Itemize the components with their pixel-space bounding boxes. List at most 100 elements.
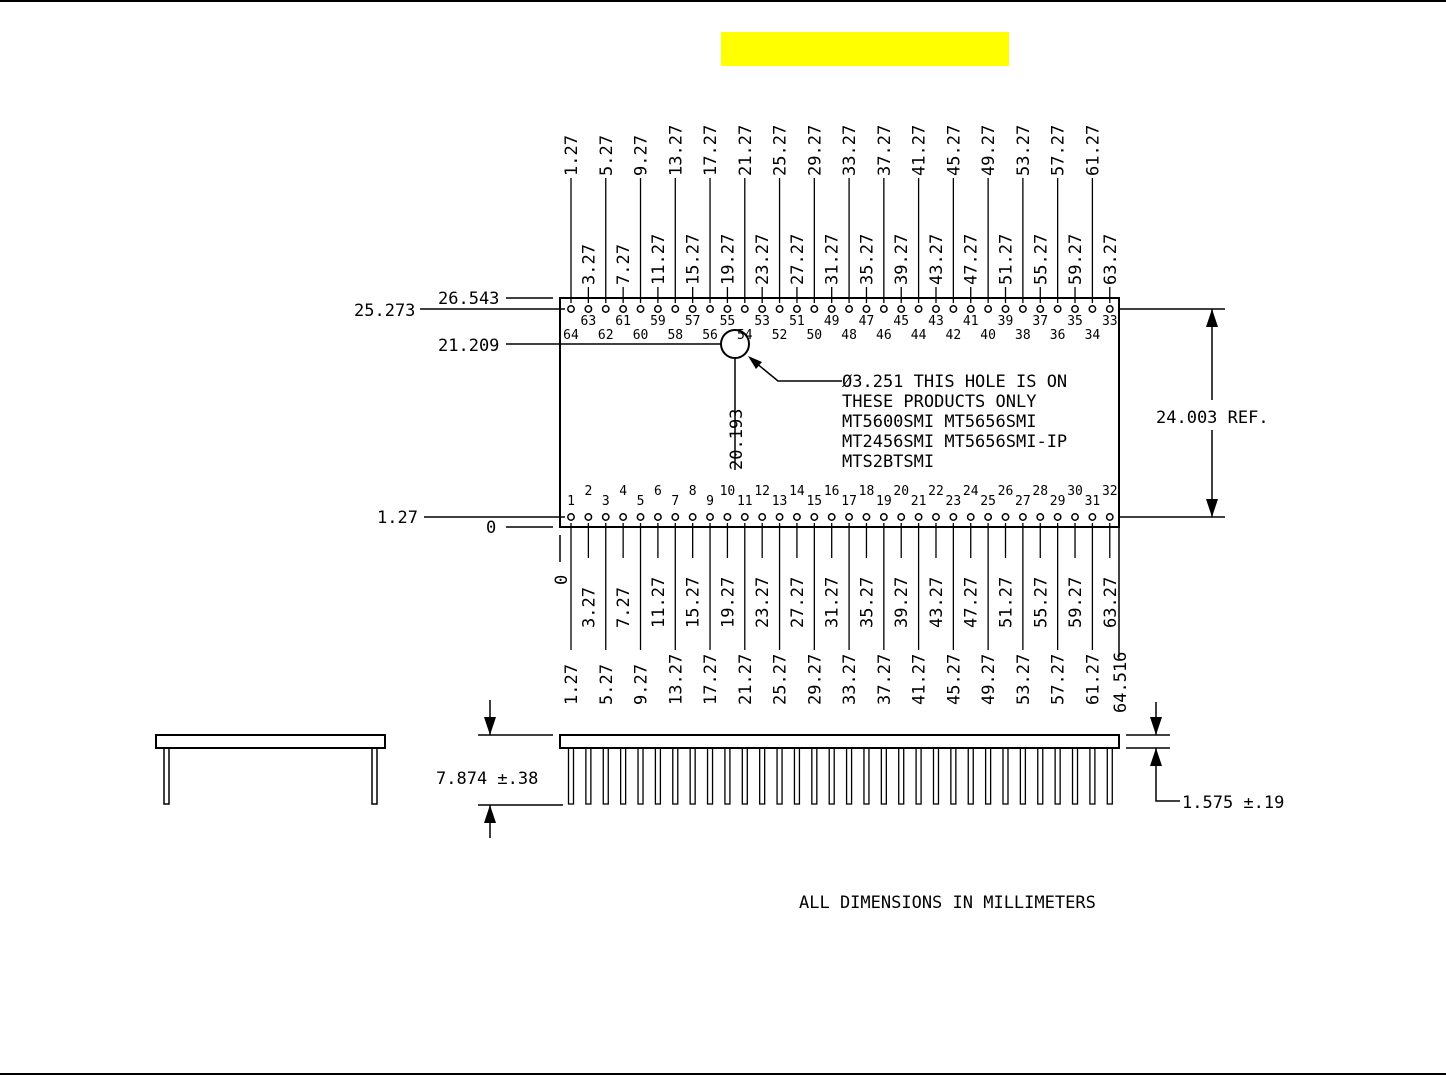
pin-number-top: 34 [1085, 328, 1101, 343]
pin-x-dim-top: 47.27 [962, 234, 982, 285]
board-side-view [559, 734, 1120, 749]
dim-hole-y: 21.209 [438, 336, 499, 356]
side-view-pin-30 [1071, 747, 1079, 805]
side-view-pin-29 [1054, 747, 1061, 805]
pin-number-bottom: 27 [1015, 494, 1031, 509]
pin-number-top: 55 [720, 314, 736, 329]
side-view-pin-9 [706, 747, 714, 805]
pin-x-dim-top: 23.27 [753, 234, 773, 285]
side-view-pin-4 [619, 747, 627, 805]
pin-pad-top-48 [845, 305, 854, 313]
pin-pad-bottom-14 [792, 513, 801, 521]
pin-number-bottom: 4 [619, 484, 627, 499]
pin-pad-bottom-25 [984, 513, 993, 521]
pin-x-dim-top: 53.27 [1014, 125, 1034, 176]
note-line-4: MTS2BTSMI [842, 452, 934, 472]
thick-arrow-top [1150, 717, 1162, 735]
thick-arrow-bottom [1150, 748, 1162, 766]
pin-x-dim-top: 61.27 [1083, 125, 1103, 176]
pin-pad-top-45 [897, 305, 906, 313]
pin-number-top: 46 [876, 328, 892, 343]
note-line-3: MT2456SMI MT5656SMI-IP [842, 432, 1067, 452]
pin-pad-bottom-9 [706, 513, 714, 521]
pin-x-dim-top: 1.27 [562, 135, 582, 176]
pin-number-bottom: 29 [1050, 494, 1066, 509]
side-view-pin-13 [776, 747, 783, 805]
pin-number-bottom: 12 [754, 484, 770, 499]
pin-pad-bottom-17 [845, 513, 854, 521]
pin-x-dim-top: 35.27 [857, 234, 877, 285]
note-line-2: MT5600SMI MT5656SMI [842, 412, 1036, 432]
pin-pad-bottom-16 [827, 513, 836, 521]
pin-number-top: 33 [1102, 314, 1118, 329]
ref-arrow-bottom [1206, 499, 1218, 517]
pin-pad-top-46 [879, 305, 888, 313]
side-view-pin-21 [915, 747, 922, 805]
pin-x-dim-bottom: 63.27 [1101, 577, 1121, 628]
pin-x-dim-top: 59.27 [1066, 234, 1086, 285]
pin-number-top: 38 [1015, 328, 1031, 343]
pin-x-dim-bottom: 35.27 [857, 577, 877, 628]
pin-pad-bottom-19 [879, 513, 888, 521]
pin-number-top: 35 [1067, 314, 1083, 329]
pin-x-dim-bottom: 51.27 [997, 577, 1017, 628]
side-view-pin-8 [689, 747, 696, 805]
pin-x-dim-top: 21.27 [736, 125, 756, 176]
pin-x-dim-bottom: 21.27 [736, 654, 756, 705]
pin-x-dim-top: 63.27 [1101, 234, 1121, 285]
side-view-pin-19 [880, 747, 887, 805]
pin-pad-top-39 [1001, 305, 1010, 313]
dim-top-row: 25.273 [354, 301, 415, 321]
pin-pad-bottom-20 [897, 513, 906, 521]
pin-number-bottom: 10 [720, 484, 736, 499]
pin-number-bottom: 5 [637, 494, 645, 509]
pin-number-bottom: 26 [998, 484, 1014, 499]
pin-x-dim-top: 49.27 [979, 125, 999, 176]
pin-pad-bottom-11 [740, 513, 749, 521]
pin-number-top: 36 [1050, 328, 1066, 343]
pin-pad-top-51 [792, 305, 801, 313]
dim-hole-x: 20.193 [727, 409, 747, 470]
pin-x-dim-bottom: 57.27 [1049, 654, 1069, 705]
pin-pad-top-36 [1053, 305, 1062, 313]
pin-x-dim-top: 31.27 [823, 234, 843, 285]
pin-pad-top-35 [1071, 305, 1079, 313]
side-view-pin-7 [672, 747, 679, 805]
side-view-pin-6 [654, 747, 662, 805]
pin-pad-bottom-28 [1036, 513, 1045, 521]
side-view-pin-24 [967, 747, 974, 805]
dim-bottom-row: 1.27 [377, 508, 418, 528]
side-view-pin-23 [950, 747, 957, 805]
pin-pad-top-44 [914, 305, 923, 313]
pin-number-bottom: 15 [806, 494, 822, 509]
pin-pad-top-50 [810, 305, 819, 313]
pin-x-dim-top: 37.27 [875, 125, 895, 176]
pin-number-bottom: 32 [1102, 484, 1118, 499]
pin-number-bottom: 28 [1032, 484, 1048, 499]
pin-x-dim-bottom: 19.27 [718, 577, 738, 628]
pin-x-dim-bottom: 9.27 [632, 664, 652, 705]
pin-pad-bottom-32 [1105, 513, 1114, 521]
pin-x-dim-top: 15.27 [684, 234, 704, 285]
side-view-pin-14 [793, 747, 801, 805]
pin-x-dim-bottom: 37.27 [875, 654, 895, 705]
pin-number-top: 49 [824, 314, 840, 329]
pin-x-dim-top: 33.27 [840, 125, 860, 176]
side-view-pin-3 [602, 747, 609, 805]
pin-number-bottom: 16 [824, 484, 840, 499]
pin-pad-top-57 [688, 305, 697, 313]
pin-number-bottom: 30 [1067, 484, 1083, 499]
pin-x-dim-bottom: 45.27 [944, 654, 964, 705]
pin-pad-bottom-10 [723, 513, 732, 521]
pin-x-dim-top: 29.27 [805, 125, 825, 176]
pin-pad-top-63 [584, 305, 593, 313]
note-arrowhead [748, 356, 762, 369]
pin-number-top: 63 [581, 314, 597, 329]
pin-number-bottom: 2 [584, 484, 592, 499]
pin-pad-top-59 [653, 305, 662, 313]
ref-arrow-top [1206, 309, 1218, 327]
pin-x-dim-bottom: 33.27 [840, 654, 860, 705]
pin-x-dim-bottom: 11.27 [649, 577, 669, 628]
pin-x-dim-bottom: 13.27 [666, 654, 686, 705]
